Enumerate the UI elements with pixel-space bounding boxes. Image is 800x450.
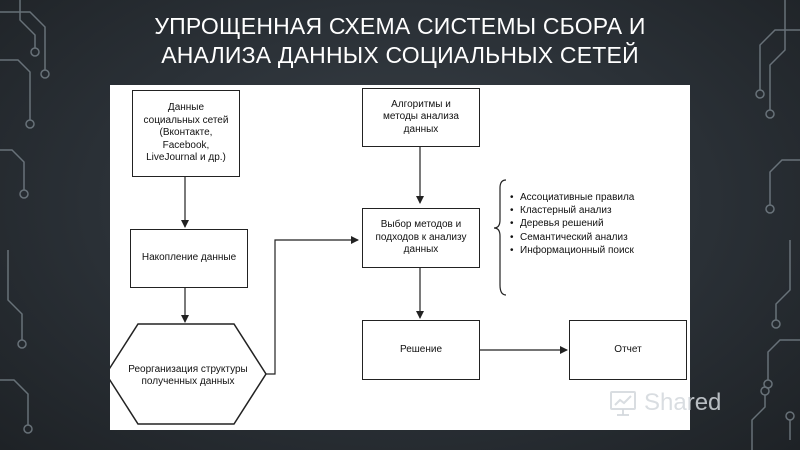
decision-box: Решение <box>362 320 480 380</box>
reorganization-hexagon <box>110 323 267 425</box>
accumulation-label: Накопление данные <box>141 252 237 264</box>
presentation-board-icon <box>610 391 636 416</box>
accumulation-box: Накопление данные <box>130 229 248 288</box>
method-selection-label: Выбор методов и подходов к анализу данны… <box>375 219 467 256</box>
methods-list-item: Семантический анализ <box>508 231 688 244</box>
watermark: Shared <box>608 388 721 418</box>
diagram-panel: Данные социальных сетей (Вконтакте, Face… <box>110 85 690 430</box>
method-selection-box: Выбор методов и подходов к анализу данны… <box>362 208 480 268</box>
methods-list-item: Деревья решений <box>508 217 688 230</box>
slide-title-line-1: УПРОЩЕННАЯ СХЕМА СИСТЕМЫ СБОРА И <box>154 13 646 39</box>
methods-list-item: Информационный поиск <box>508 244 688 257</box>
diagram-connectors <box>110 147 568 425</box>
methods-list: Ассоциативные правила Кластерный анализ … <box>508 191 688 257</box>
methods-brace <box>493 179 507 296</box>
reorganization-label: Реорганизация структуры полученных данны… <box>128 363 248 388</box>
report-box: Отчет <box>569 320 687 380</box>
report-label: Отчет <box>614 343 642 355</box>
slide-title: УПРОЩЕННАЯ СХЕМА СИСТЕМЫ СБОРА И АНАЛИЗА… <box>0 12 800 70</box>
slide-title-line-2: АНАЛИЗА ДАННЫХ СОЦИАЛЬНЫХ СЕТЕЙ <box>161 42 639 68</box>
social-data-source-label: Данные социальных сетей (Вконтакте, Face… <box>143 102 229 164</box>
algorithms-box: Алгоритмы и методы анализа данных <box>362 88 480 147</box>
decision-label: Решение <box>399 343 443 355</box>
algorithms-label: Алгоритмы и методы анализа данных <box>383 98 459 135</box>
arrow-reorganization-to-selection <box>266 236 359 375</box>
methods-list-item: Кластерный анализ <box>508 204 688 217</box>
social-data-source-box: Данные социальных сетей (Вконтакте, Face… <box>132 90 240 177</box>
watermark-text: Shared <box>644 389 722 416</box>
methods-list-item: Ассоциативные правила <box>508 191 688 204</box>
